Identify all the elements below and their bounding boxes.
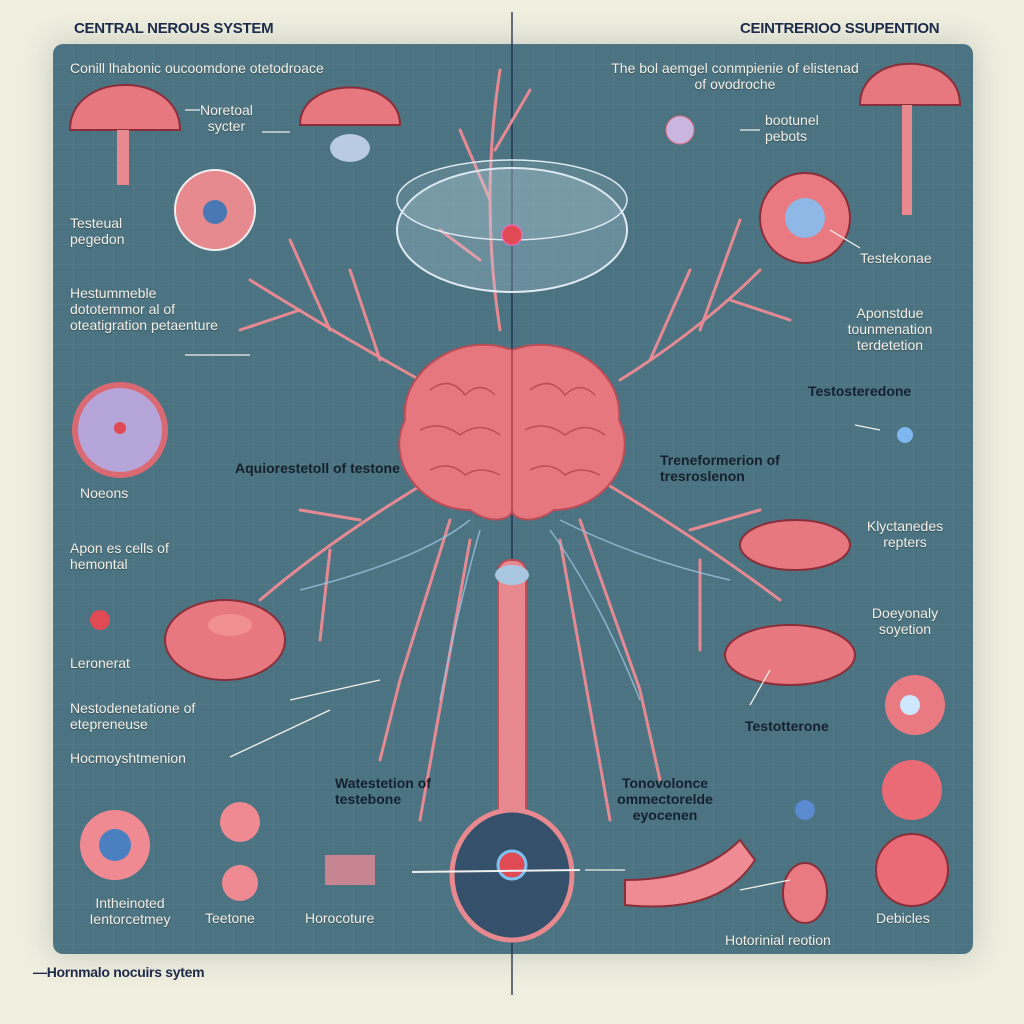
label-aquiorestetoll: Aquiorestetoll of testone [235,460,400,476]
label-treneformerion: Treneformerion of tresroslenon [660,452,780,484]
neuron-nucleus [501,224,523,246]
label-testekonae: Testekonae [860,250,932,266]
spinal-cord [497,559,527,821]
label-bootunel: bootunel pebots [765,112,819,144]
label-noeons: Noeons [80,485,129,501]
label-top-right: The bol aemgel conmpienie of elistenad o… [611,60,859,92]
label-teetone: Teetone [205,910,255,926]
dendrite-branches [238,68,792,822]
label-intheinoted: Intheinoted Ientorcetmey [89,895,171,927]
nerve-fibers [299,519,731,701]
label-noretoal-line1: Noretoal [200,102,253,118]
label-leronerat: Leronerat [70,655,130,671]
label-hestummeble: Hestummeble dototemmor al of oteatigrati… [70,285,218,333]
label-tonovolonce: Tonovolonce ommectorelde eyocenen [617,775,713,823]
spinal-joint [495,565,529,585]
label-top-left: Conill lhabonic oucoomdone otetodroace [70,60,324,76]
leader-lines [185,109,881,891]
label-aponstdue: Aponstdue tounmenation terdetetion [847,305,933,353]
label-debicles: Debicles [876,910,930,926]
label-hotorinial: Hotorinial reotion [725,932,831,948]
label-hocmoy: Hocmoyshtmenion [70,750,186,766]
label-watestetion: Watestetion of testebone [335,775,431,807]
label-horocoture: Horocoture [305,910,375,926]
label-noretoal-line2: sycter [207,118,246,134]
footer-caption: —Hornmalo nocuirs sytem [33,964,205,980]
left-title: CENTRAL NEROUS SYSTEM [74,20,274,37]
label-apon: Apon es cells of hemontal [70,540,169,572]
right-icons [624,62,962,924]
label-doeyonaly: Doeyonaly soyetion [871,605,939,637]
left-brain-icons [68,84,402,901]
label-testosteredone: Testosteredone [808,383,912,399]
label-testeual: Testeual pegedon [70,215,125,247]
label-nestodenetatione: Nestodenetatione of etepreneuse [70,700,196,732]
label-klyctanedes: Klyctanedes repters [866,518,944,550]
right-title: CEINTRERIOO SSUPENTION [740,20,940,37]
label-testotterone: Testotterone [745,718,829,734]
